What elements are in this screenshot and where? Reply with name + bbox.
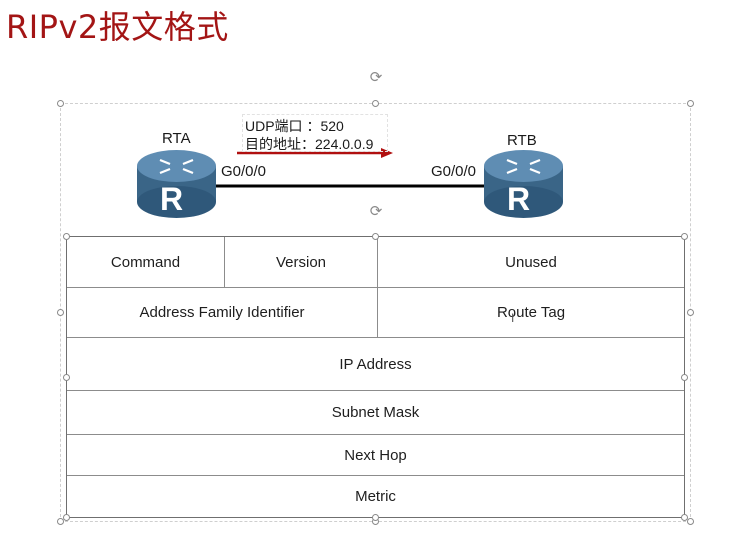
table-row: Subnet Mask (67, 391, 684, 435)
resize-handle[interactable] (687, 518, 694, 525)
resize-handle[interactable] (681, 514, 688, 521)
resize-handle[interactable] (372, 100, 379, 107)
resize-handle[interactable] (681, 374, 688, 381)
table-row: Metric (67, 476, 684, 517)
resize-handle[interactable] (687, 100, 694, 107)
router-a-icon (137, 150, 216, 218)
resize-handle[interactable] (681, 233, 688, 240)
udp-port-text: UDP端口 ：520 (245, 118, 344, 134)
resize-handle[interactable] (57, 100, 64, 107)
table-row: IP Address (67, 338, 684, 391)
router-a-interface: G0/0/0 (221, 163, 267, 180)
resize-handle[interactable] (372, 514, 379, 521)
version-field: Version (224, 237, 377, 287)
table-row: Next Hop (67, 435, 684, 476)
resize-handle[interactable] (63, 233, 70, 240)
router-b-glyph: R (507, 181, 531, 217)
slide-title: RIPv2报文格式 (6, 8, 229, 46)
destination-address-text: 目的地址：224.0.0.9 (245, 136, 374, 152)
table-row: Command Version Unused (67, 237, 684, 288)
text-box-frame[interactable] (242, 114, 388, 152)
router-b-icon (484, 150, 563, 218)
table-row: Address Family Identifier Route Tag (67, 288, 684, 338)
resize-handle[interactable] (687, 309, 694, 316)
router-a-label: RTA (162, 130, 191, 147)
resize-handle[interactable] (372, 233, 379, 240)
unused-field: Unused (377, 237, 684, 287)
subnet-mask-field: Subnet Mask (331, 404, 420, 421)
rotate-handle-icon[interactable]: ⟳ (369, 203, 383, 220)
ripv2-packet-table[interactable]: Command Version Unused Address Family Id… (66, 236, 685, 518)
route-tag-field: Route Tag (377, 288, 684, 337)
rotate-handle-icon[interactable]: ⟳ (369, 69, 383, 86)
router-b-interface: G0/0/0 (431, 163, 477, 180)
router-b-label: RTB (507, 132, 537, 149)
resize-handle[interactable] (63, 514, 70, 521)
text-cursor-icon: I (511, 311, 515, 325)
ip-address-field: IP Address (339, 355, 412, 373)
metric-field: Metric (355, 488, 396, 505)
resize-handle[interactable] (57, 309, 64, 316)
afi-field: Address Family Identifier (139, 304, 305, 321)
command-field: Command (110, 253, 181, 271)
next-hop-field: Next Hop (344, 446, 407, 464)
resize-handle[interactable] (57, 518, 64, 525)
router-a-glyph: R (160, 181, 184, 217)
resize-handle[interactable] (63, 374, 70, 381)
arrow-head-icon (381, 148, 393, 158)
